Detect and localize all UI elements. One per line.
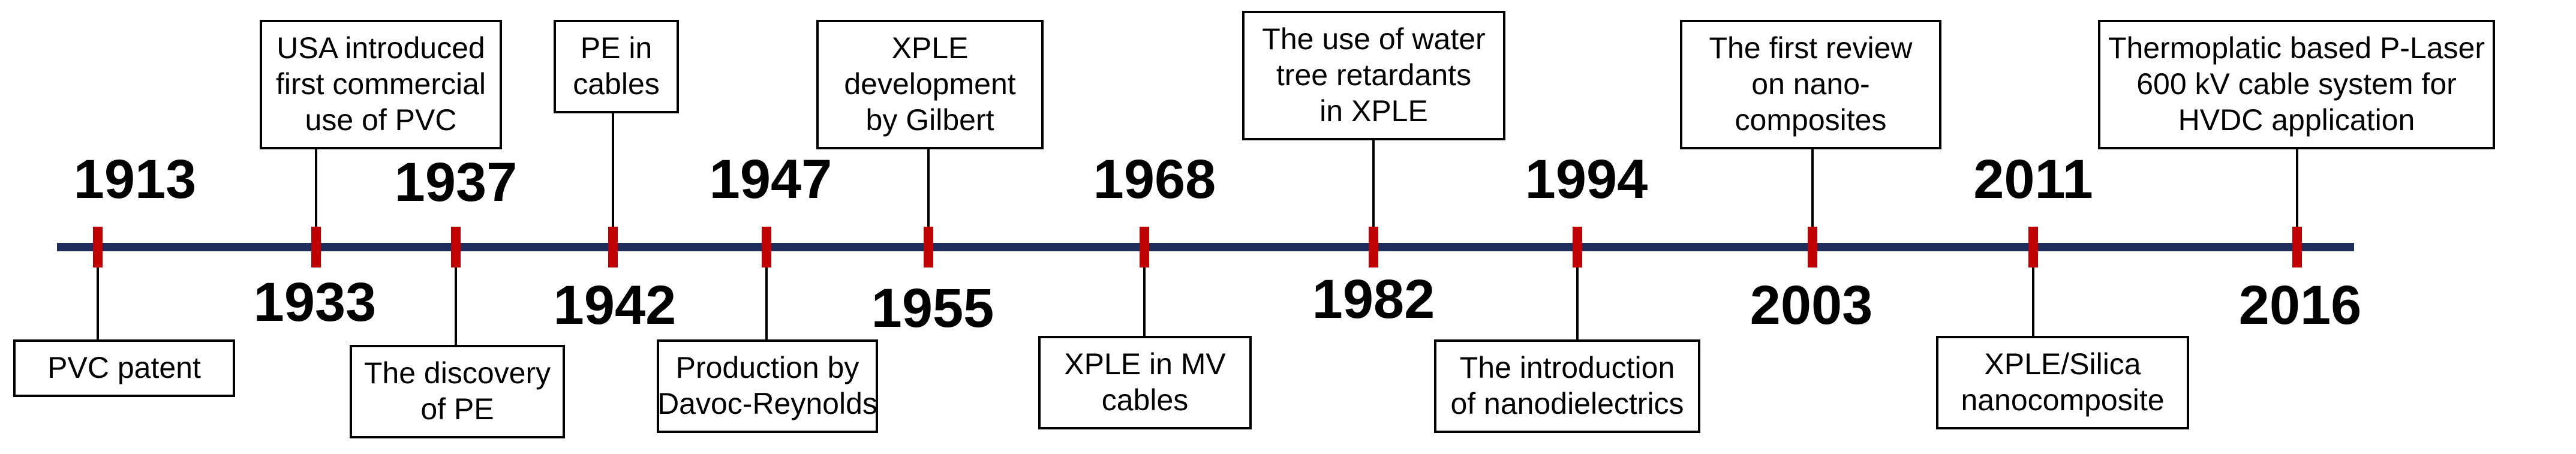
event-tick — [762, 227, 771, 267]
event-label-line: PVC patent — [47, 351, 201, 384]
event-label-line: composites — [1735, 103, 1887, 137]
event-label-line: on nano- — [1751, 67, 1869, 101]
event-label-line: development — [844, 67, 1015, 101]
event-label-line: tree retardants — [1276, 58, 1471, 92]
event-label-line: XPLE in MV — [1064, 347, 1226, 381]
event-year: 2003 — [1750, 275, 1873, 336]
event-label-line: USA introduced — [276, 31, 485, 65]
event-box — [1434, 339, 1700, 433]
event-label-line: The discovery — [364, 356, 551, 390]
event-year: 2011 — [1973, 149, 2093, 210]
event-tick — [2028, 227, 2038, 267]
event-tick — [311, 227, 321, 267]
event-tick — [93, 227, 103, 267]
event-box — [816, 20, 1044, 149]
event-tick — [924, 227, 933, 267]
event-year: 1947 — [710, 149, 832, 210]
event-label-line: XPLE/Silica — [1984, 347, 2141, 381]
event-year: 1937 — [395, 152, 518, 213]
timeline-event: PVC patent 1913 — [13, 149, 235, 397]
event-year: 1933 — [254, 272, 377, 333]
event-box — [1680, 20, 1941, 149]
event-box — [1038, 336, 1252, 429]
event-label-line: by Gilbert — [866, 103, 994, 137]
event-year: 1913 — [74, 149, 197, 210]
event-box — [2098, 20, 2495, 149]
event-box — [1936, 336, 2189, 429]
event-box — [13, 339, 235, 397]
event-year: 1982 — [1312, 269, 1435, 330]
event-year: 1942 — [554, 275, 677, 336]
event-year: 1968 — [1093, 149, 1216, 210]
event-label-line: of nanodielectrics — [1450, 387, 1684, 420]
event-label-line: Thermoplatic based P-Laser — [2108, 31, 2485, 65]
event-box — [1242, 11, 1505, 140]
event-box — [554, 20, 679, 113]
event-label-line: nanocomposite — [1961, 383, 2164, 417]
event-label-line: HVDC application — [2178, 103, 2415, 137]
event-label-line: cables — [573, 67, 660, 101]
event-year: 1955 — [871, 278, 994, 339]
event-box — [260, 20, 502, 149]
event-label-line: XPLE — [892, 31, 969, 65]
event-tick — [2292, 227, 2302, 267]
event-label: PVC patent — [47, 351, 201, 384]
event-label-line: first commercial — [276, 67, 486, 101]
event-label-line: 600 kV cable system for — [2136, 67, 2457, 101]
event-label-line: of PE — [420, 392, 494, 426]
event-label-line: The first review — [1709, 31, 1913, 65]
event-label-line: Davoc-Reynolds — [657, 387, 877, 420]
event-tick — [451, 227, 461, 267]
event-label-line: in XPLE — [1319, 94, 1428, 128]
event-tick — [1369, 227, 1378, 267]
event-label-line: use of PVC — [305, 103, 457, 137]
event-box — [657, 339, 878, 433]
event-year: 1994 — [1525, 149, 1648, 210]
event-tick — [1140, 227, 1149, 267]
event-box — [350, 345, 565, 438]
event-label-line: Production by — [676, 351, 859, 384]
event-tick — [1808, 227, 1817, 267]
event-label-line: The introduction — [1460, 351, 1675, 384]
event-label-line: cables — [1102, 383, 1189, 417]
event-label-line: PE in — [581, 31, 653, 65]
event-label-line: The use of water — [1262, 22, 1485, 56]
event-tick — [1573, 227, 1582, 267]
event-tick — [608, 227, 618, 267]
event-year: 2016 — [2239, 275, 2362, 336]
